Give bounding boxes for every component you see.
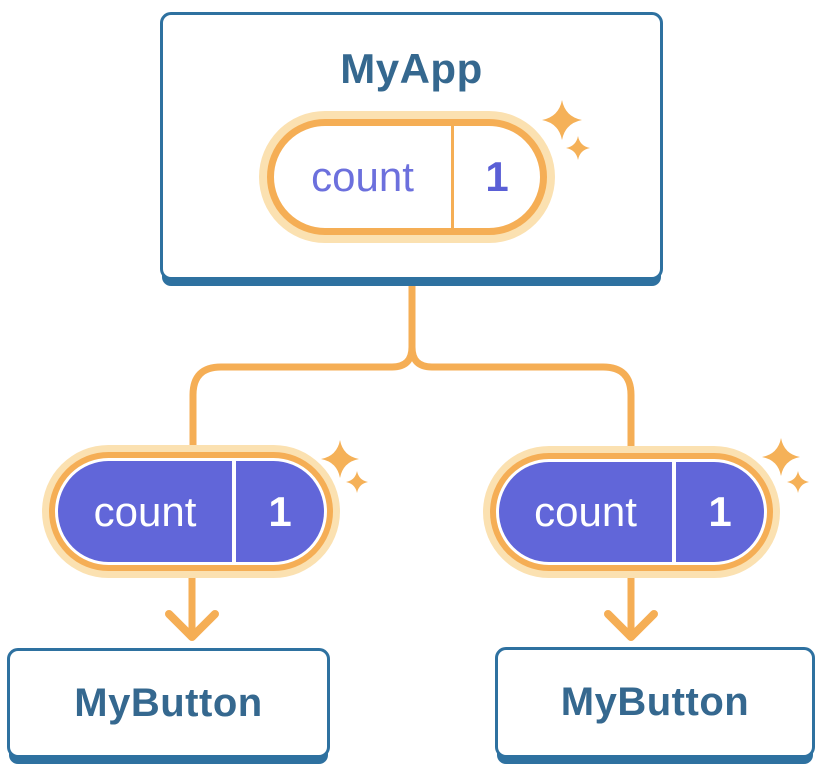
component-name-label: MyButton [74, 680, 263, 725]
component-name-label: MyApp [340, 45, 483, 92]
left-down-arrow-icon [165, 570, 219, 641]
mybutton-card-left: MyButton [7, 648, 330, 758]
state-name-label: count [311, 153, 414, 200]
sparkle-icon [762, 438, 809, 493]
state-pill-ring: count 1 [490, 453, 773, 571]
state-pill-left: count 1 [42, 445, 340, 578]
pill-divider [232, 461, 236, 562]
sparkle-icon [321, 440, 368, 493]
state-pill-ring: count 1 [267, 119, 547, 235]
mybutton-card-right: MyButton [495, 647, 815, 758]
pill-divider [451, 126, 454, 228]
component-name-label: MyButton [560, 680, 750, 724]
state-value-badge: 1 [708, 488, 732, 535]
right-down-arrow-icon [604, 570, 658, 641]
state-name-label: count [534, 488, 637, 535]
state-value-badge: 1 [268, 487, 292, 535]
state-pill-right: count 1 [483, 446, 780, 578]
left-branch-line [189, 343, 416, 456]
pill-divider [672, 462, 676, 562]
state-pill-ring: count 1 [49, 452, 333, 571]
sparkle-icon [542, 100, 590, 160]
state-pill-root: count 1 [259, 111, 555, 243]
state-value-badge: 1 [485, 153, 509, 200]
state-name-label: count [93, 487, 197, 535]
right-branch-line [408, 343, 635, 456]
